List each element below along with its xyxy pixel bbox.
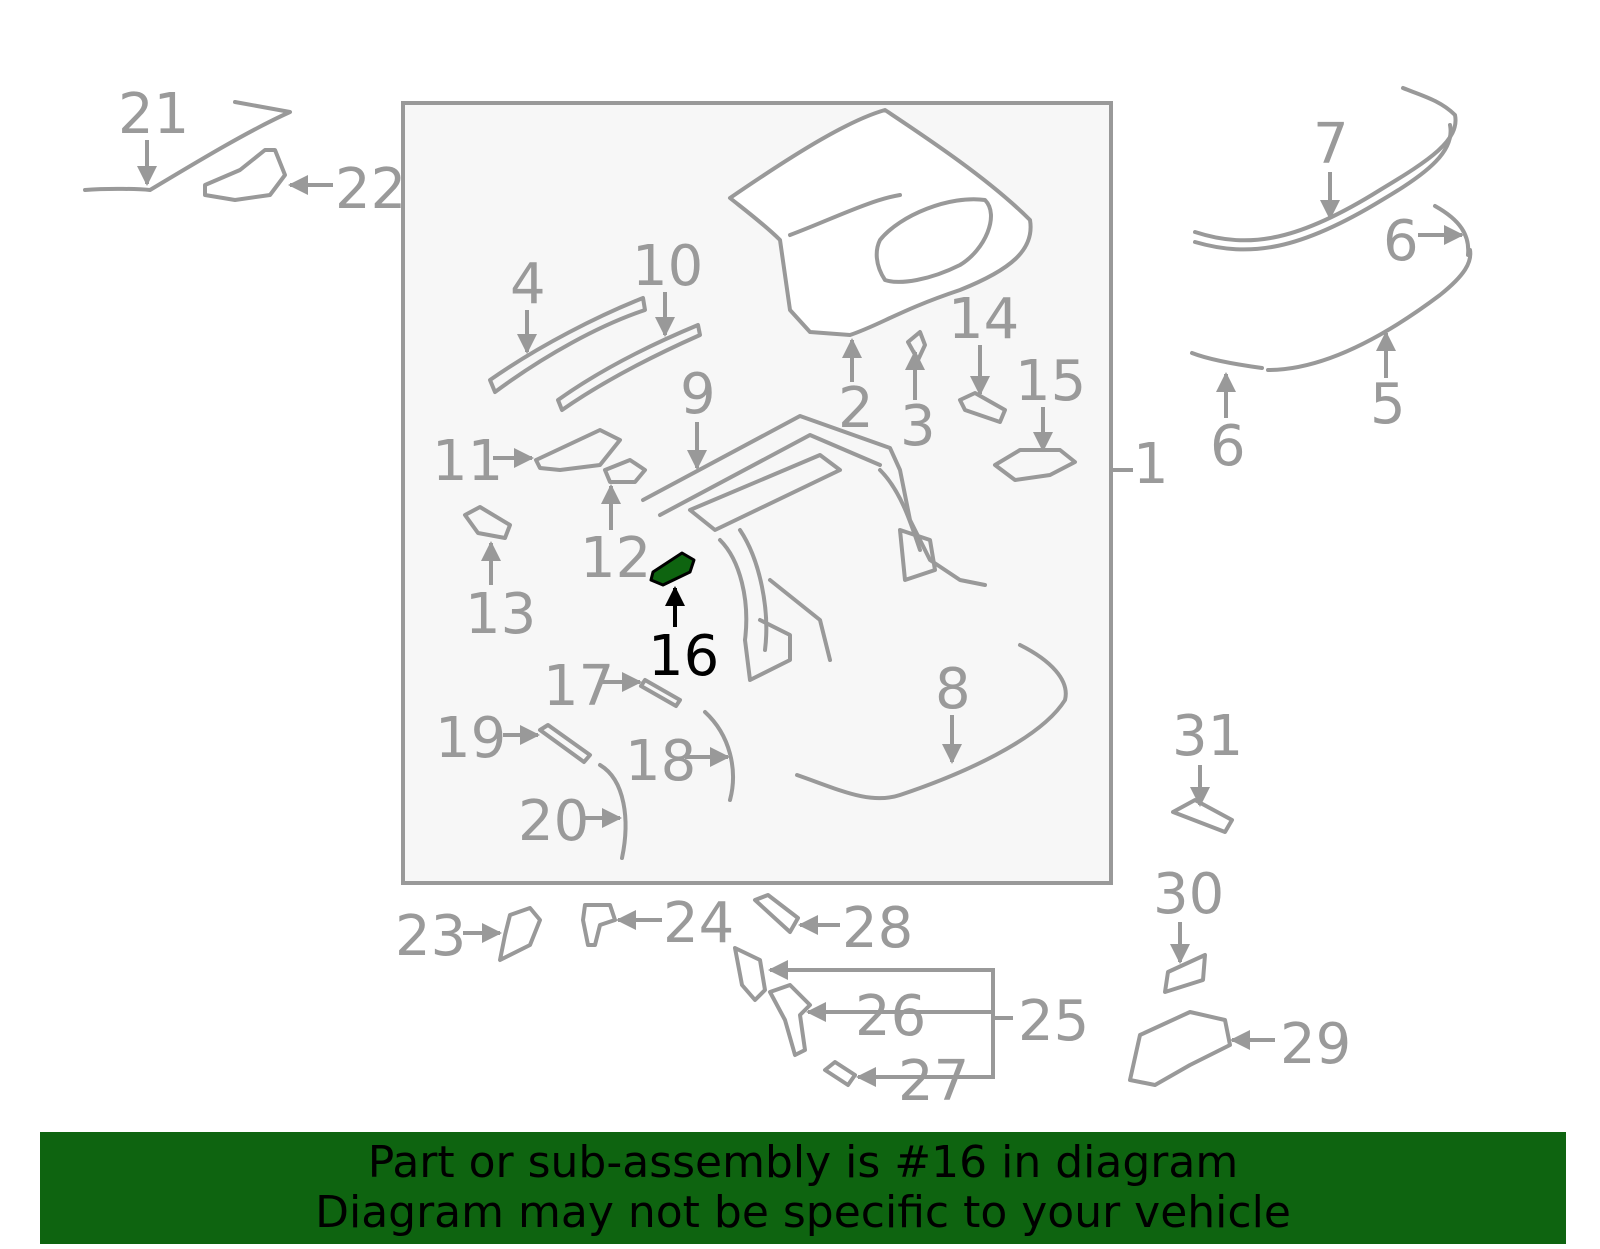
part-17-strip [639,678,682,708]
part-31-pad [1171,798,1234,834]
part-8-seal [795,643,1068,801]
part-16-highlighted [649,551,696,587]
part-12-clip [603,458,647,484]
callout-31: 31 [1172,704,1243,769]
part-15-bracket [993,448,1077,482]
callout-19: 19 [435,706,506,771]
callout-2: 2 [838,376,874,441]
callout-21: 21 [118,82,189,147]
part-24-bracket [581,903,617,947]
callout-16: 16 [648,624,719,689]
part-2-top-cover [728,108,1033,337]
part-7-rail-inner [1193,123,1453,252]
part-10-strip [556,323,702,412]
callout-28: 28 [842,896,913,961]
callout-9: 9 [680,362,716,427]
part-9-top-frame [641,414,987,682]
callout-25: 25 [1018,989,1089,1054]
part-22-bracket [203,148,287,202]
callout-7: 7 [1313,112,1349,177]
info-banner: Part or sub-assembly is #16 in diagram D… [40,1132,1566,1244]
part-13-pad [463,505,512,540]
callout-15: 15 [1015,349,1086,414]
callout-4: 4 [510,252,546,317]
callout-18: 18 [625,729,696,794]
callout-8: 8 [935,657,971,722]
part-4-strip [488,296,647,394]
callout-24: 24 [663,891,734,956]
callout-11: 11 [432,429,503,494]
part-6-upper-seal [1433,204,1471,257]
part-11-bracket [534,428,622,472]
callout-6-lower: 6 [1210,414,1246,479]
part-29-bracket [1128,1010,1232,1087]
callout-5: 5 [1370,372,1406,437]
callout-26: 26 [855,984,926,1049]
part-6-lower-seal [1190,351,1264,370]
callout-10: 10 [632,234,703,299]
part-30-pad [1163,953,1207,994]
callout-14: 14 [948,287,1019,352]
callout-1: 1 [1133,432,1169,497]
part-20-seal [598,763,628,860]
callout-17: 17 [543,654,614,719]
part-27-bushing [823,1060,857,1087]
callout-3: 3 [900,394,936,459]
part-23-bracket [498,906,542,962]
callout-6-upper: 6 [1383,209,1419,274]
part-21-rail [83,100,292,192]
banner-disclaimer-line: Diagram may not be specific to your vehi… [315,1187,1291,1238]
part-25-hinge [733,946,767,1002]
callout-27: 27 [898,1049,969,1114]
part-19-strip [538,723,592,764]
part-26-bracket [768,983,812,1057]
leader-25-bracket [772,968,995,1079]
callout-30: 30 [1153,862,1224,927]
callout-29: 29 [1280,1012,1351,1077]
banner-part-line: Part or sub-assembly is #16 in diagram [367,1137,1239,1188]
part-5-seal [1266,248,1473,372]
callout-20: 20 [518,789,589,854]
part-7-rail [1193,86,1458,243]
callout-13: 13 [465,582,536,647]
callout-12: 12 [580,526,651,591]
part-28-bracket [753,893,800,934]
callout-23: 23 [395,904,466,969]
callout-22: 22 [335,157,406,222]
